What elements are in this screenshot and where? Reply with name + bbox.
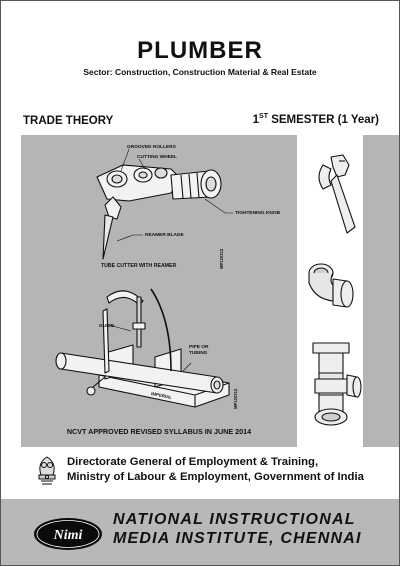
institute-name-line-2: MEDIA INSTITUTE, CHENNAI (113, 530, 362, 547)
label-pipe-or: PIPE OR (189, 345, 209, 350)
label-grooved-rollers: GROOVED ROLLERS (127, 145, 176, 150)
trade-theory-heading: TRADE THEORY (23, 115, 114, 127)
ncvt-approval-note: NCVT APPROVED REVISED SYLLABUS IN JUNE 2… (66, 427, 252, 436)
book-title: PLUMBER (137, 37, 263, 64)
tube-cutter-illustration (96, 148, 233, 260)
nimi-logo: Nimi (34, 518, 102, 550)
label-tightening-knob: TIGHTENING KNOB (235, 211, 281, 216)
nimi-logo-text: Nimi (53, 528, 83, 543)
elbow-fitting-illustration (308, 263, 354, 308)
label-reamer-blade: REAMER BLADE (145, 233, 184, 238)
pipe-vise-illustration (55, 288, 230, 408)
pipe-wrench-illustration (318, 154, 356, 234)
semester-heading: 1ST SEMESTER (1 Year) (253, 113, 379, 126)
publisher-line-1: Directorate General of Employment & Trai… (67, 456, 319, 468)
semester-ordinal: ST (259, 113, 268, 120)
figure1-caption: TUBE CUTTER WITH REAMER (101, 263, 177, 269)
semester-number: 1 (252, 113, 260, 126)
label-tubing: TUBING (189, 351, 208, 356)
semester-text: SEMESTER (1 Year) (268, 113, 379, 126)
tee-fitting-illustration (312, 342, 362, 426)
publisher-line-2: Ministry of Labour & Employment, Governm… (67, 471, 364, 483)
label-guide: GUIDE (99, 324, 115, 329)
figure2-code: MP120312 (233, 388, 238, 409)
label-cutting-wheel: CUTTING WHEEL (137, 155, 177, 160)
sector-subtitle: Sector: Construction, Construction Mater… (83, 67, 317, 77)
side-grey-strip (363, 135, 399, 447)
figure1-code: MP120312 (219, 248, 224, 269)
institute-name-line-1: NATIONAL INSTRUCTIONAL (113, 511, 356, 528)
national-emblem-icon (38, 456, 56, 485)
